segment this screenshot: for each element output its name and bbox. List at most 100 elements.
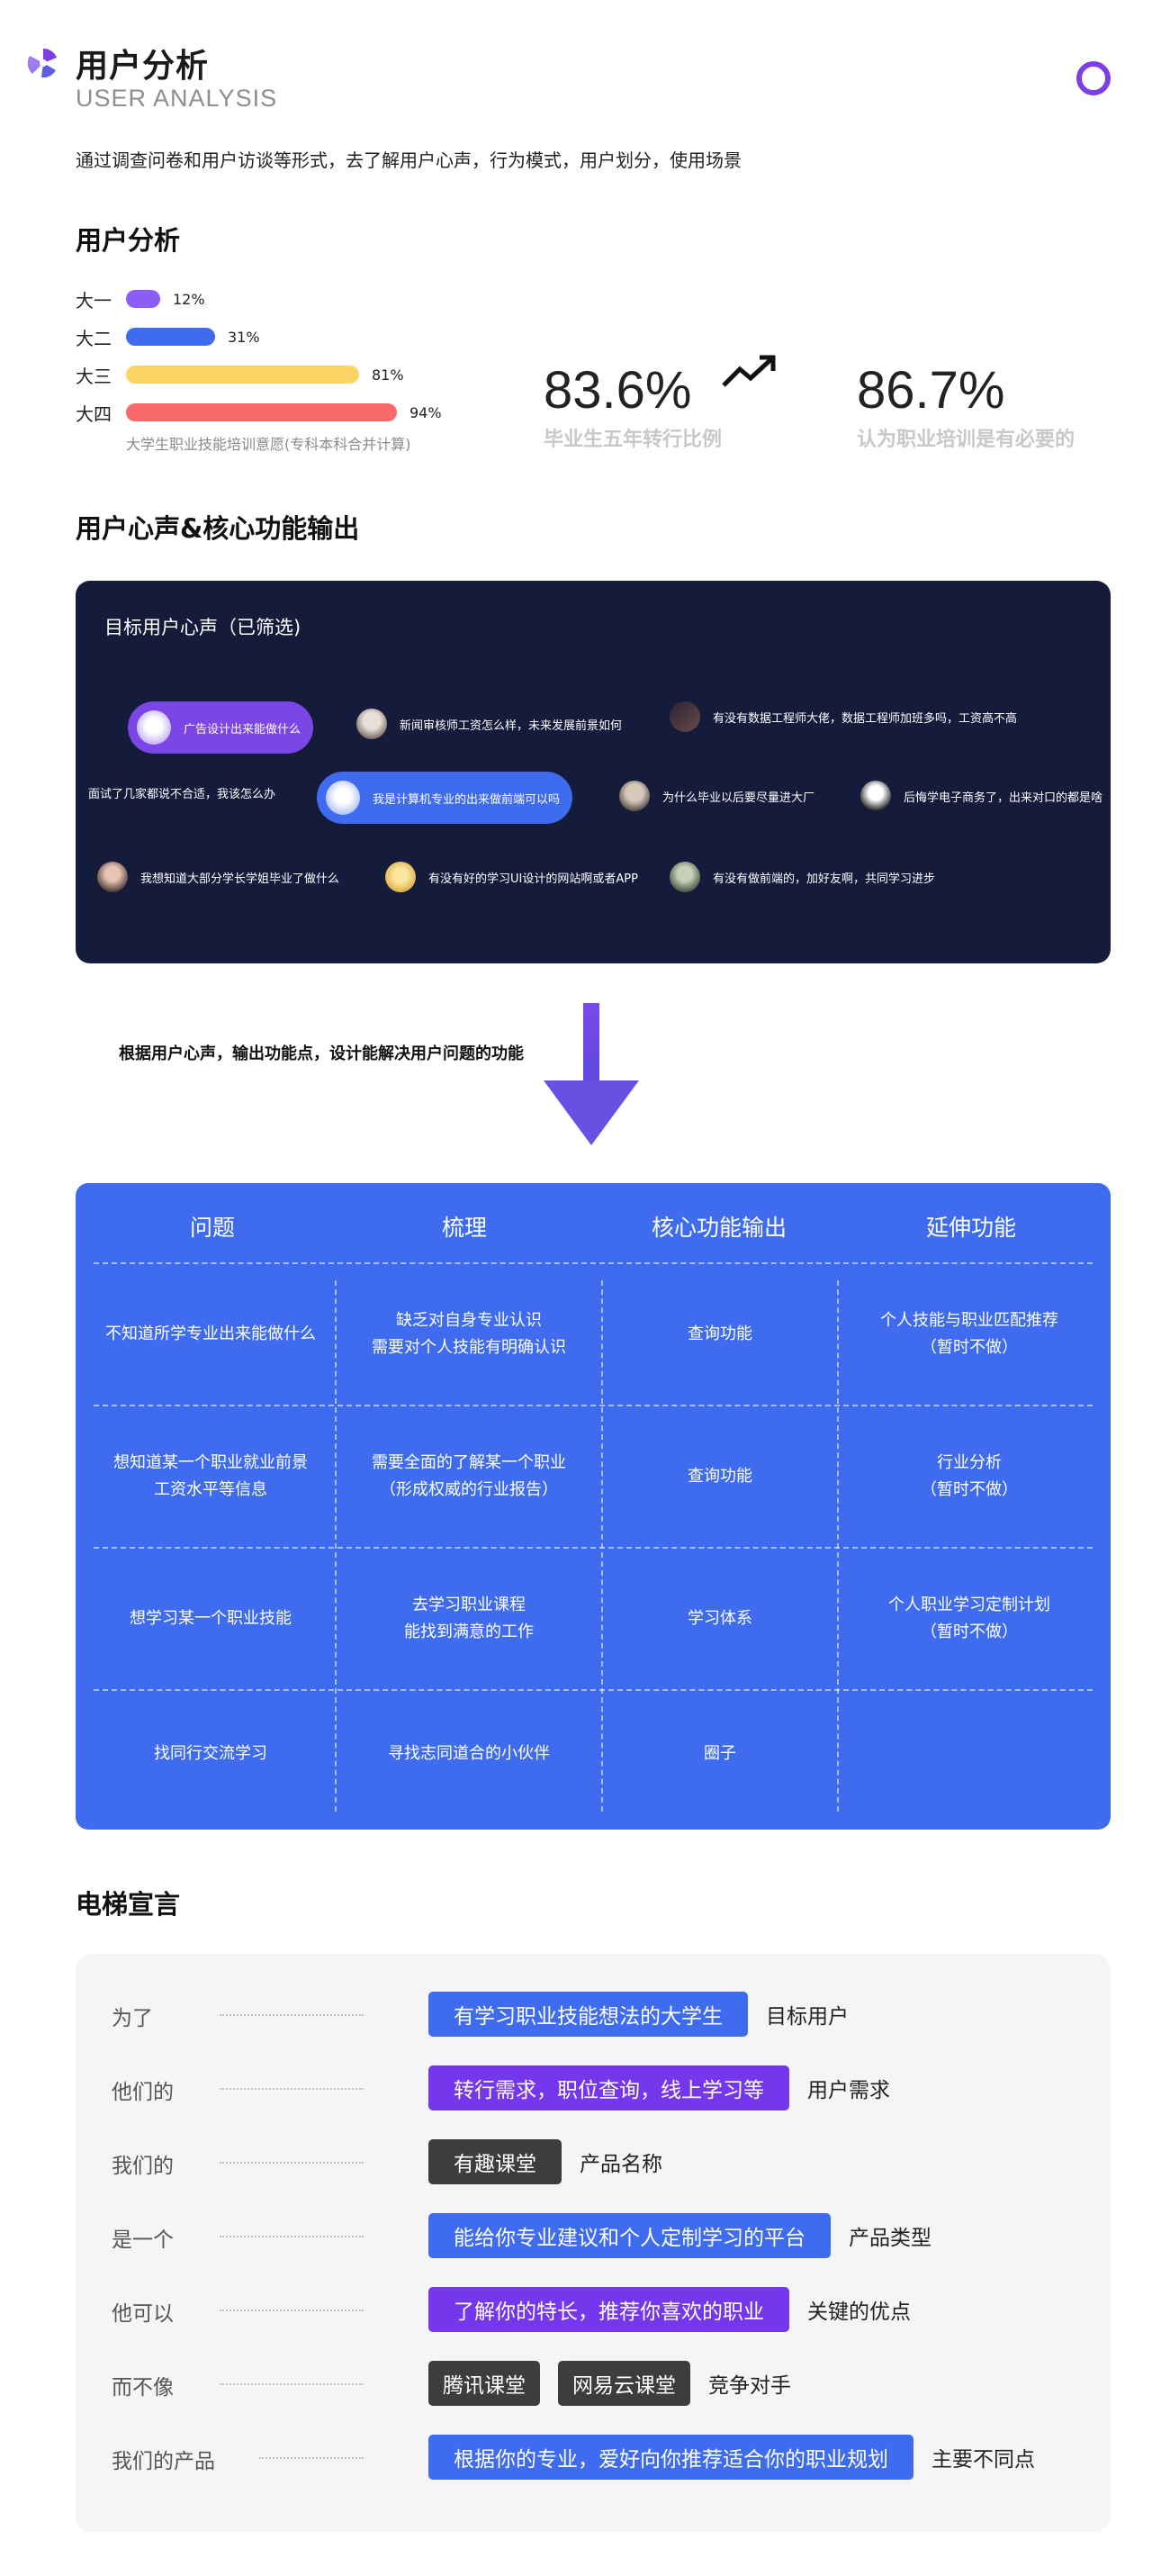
table-cell-line: 个人职业学习定制计划 [888, 1595, 1050, 1614]
table-cell [839, 1691, 1100, 1817]
table-cell: 去学习职业课程能找到满意的工作 [337, 1549, 601, 1689]
bar-value-label: 31% [228, 329, 260, 346]
table-cell-line: 想学习某一个职业技能 [130, 1609, 292, 1628]
table-cell: 不知道所学专业出来能做什么 [86, 1264, 335, 1405]
pitch-row: 腾讯课堂网易云课堂竞争对手 [428, 2361, 791, 2406]
table-cell-line: 学习体系 [688, 1609, 752, 1628]
ring-icon [1076, 61, 1111, 95]
bar-value-label: 12% [173, 291, 205, 308]
bar-category-label: 大一 [76, 290, 112, 312]
bar-value-label: 94% [410, 404, 442, 421]
pitch-desc: 主要不同点 [932, 2448, 1035, 2472]
table-header: 梳理 [441, 1215, 487, 1241]
table-cell-line: 不知道所学专业出来能做什么 [105, 1324, 316, 1343]
voice-item[interactable]: 有没有好的学习UI设计的网站啊或者APP [385, 862, 638, 892]
table-cell: 找同行交流学习 [86, 1691, 335, 1817]
arrow-down-icon [583, 1003, 599, 1084]
pitch-label: 他可以 [112, 2302, 174, 2326]
table-divider [94, 1405, 1093, 1406]
table-cell: 想学习某一个职业技能 [86, 1549, 335, 1689]
table-cell-line: 缺乏对自身专业认识 [396, 1311, 542, 1330]
pitch-row: 有学习职业技能想法的大学生目标用户 [428, 1992, 849, 2037]
bar-value-label: 81% [372, 366, 404, 384]
pitch-dotted-line [220, 2162, 364, 2164]
trend-up-icon [722, 355, 776, 387]
voices-panel: 目标用户心声（已筛选) 广告设计出来能做什么 新闻审核师工资怎么样，未来发展前景… [76, 581, 1111, 963]
table-cell-line: 查询功能 [688, 1324, 752, 1343]
pitch-row: 了解你的特长，推荐你喜欢的职业关键的优点 [428, 2287, 911, 2332]
bar-mark [126, 290, 160, 308]
voice-item[interactable]: 广告设计出来能做什么 [128, 701, 314, 754]
pitch-row: 能给你专业建议和个人定制学习的平台产品类型 [428, 2213, 932, 2258]
bar-category-label: 大三 [76, 366, 112, 387]
pitch-label: 我们的产品 [112, 2450, 215, 2473]
table-divider [837, 1280, 839, 1812]
table-cell-line: 圈子 [704, 1744, 736, 1763]
pitch-panel: 为了有学习职业技能想法的大学生目标用户他们的转行需求，职位查询，线上学习等用户需… [76, 1954, 1111, 2532]
voice-item[interactable]: 我是计算机专业的出来做前端可以吗 [317, 772, 573, 824]
pitch-desc: 竞争对手 [708, 2374, 791, 2398]
voice-item[interactable]: 新闻审核师工资怎么样，未来发展前景如何 [356, 709, 622, 739]
table-cell: 行业分析 （暂时不做） [839, 1406, 1100, 1547]
pitch-tag: 转行需求，职位查询，线上学习等 [428, 2065, 789, 2111]
table-divider [94, 1262, 1093, 1264]
pitch-dotted-line [220, 2236, 364, 2237]
bar-mark [126, 366, 359, 384]
pitch-dotted-line [220, 2088, 364, 2090]
avatar [97, 862, 128, 892]
voice-item[interactable]: 有没有数据工程师大佬，数据工程师加班多吗，工资高不高 [670, 701, 1017, 732]
voice-item[interactable]: 后悔学电子商务了，出来对口的都是啥 [860, 781, 1102, 811]
stat-value-2: 86.7% [857, 361, 1005, 420]
voice-item[interactable]: 有没有做前端的，加好友啊，共同学习进步 [670, 862, 935, 892]
stat-label-1: 毕业生五年转行比例 [544, 429, 723, 451]
table-cell-line: （暂时不做） [921, 1622, 1018, 1641]
avatar [670, 701, 700, 732]
table-cell-line: 寻找志同道合的小伙伴 [388, 1744, 550, 1763]
voice-item[interactable]: 为什么毕业以后要尽量进大厂 [619, 781, 814, 811]
avatar [619, 781, 650, 811]
table-cell-line: 个人技能与职业匹配推荐 [880, 1311, 1058, 1330]
table-cell: 个人技能与职业匹配推荐 （暂时不做） [839, 1264, 1100, 1405]
section-title-pitch: 电梯宣言 [76, 1889, 181, 1920]
table-cell: 查询功能 [603, 1264, 837, 1405]
pitch-row: 根据你的专业，爱好向你推荐适合你的职业规划主要不同点 [428, 2435, 1035, 2480]
logo-icon [27, 48, 57, 78]
voice-item[interactable]: 面试了几家都说不合适，我该怎么办 [88, 788, 276, 801]
pitch-tag: 了解你的特长，推荐你喜欢的职业 [428, 2287, 789, 2332]
table-cell: 缺乏对自身专业认识需要对个人技能有明确认识 [337, 1264, 601, 1405]
pitch-tag: 有趣课堂 [428, 2139, 562, 2184]
pitch-tag: 根据你的专业，爱好向你推荐适合你的职业规划 [428, 2435, 914, 2480]
table-cell: 查询功能 [603, 1406, 837, 1547]
avatar [137, 710, 171, 745]
table-divider [601, 1280, 603, 1812]
table-cell-line: 想知道某一个职业就业前景 [113, 1453, 308, 1472]
table-cell-line: 去学习职业课程 [412, 1595, 526, 1614]
table-cell-line: 行业分析 [937, 1453, 1002, 1472]
section-title-voices: 用户心声&核心功能输出 [76, 513, 360, 544]
stat-value-1: 83.6% [544, 361, 692, 420]
bar-mark [126, 403, 397, 421]
pitch-desc: 用户需求 [807, 2079, 890, 2102]
intro-text: 通过调查问卷和用户访谈等形式，去了解用户心声，行为模式，用户划分，使用场景 [76, 149, 742, 171]
page-title: 用户分析 [76, 48, 210, 85]
page-subtitle: USER ANALYSIS [76, 85, 278, 112]
table-divider [335, 1280, 337, 1812]
pitch-dotted-line [220, 2309, 364, 2311]
pitch-tag: 有学习职业技能想法的大学生 [428, 1992, 748, 2037]
table-cell-line: （暂时不做） [921, 1338, 1018, 1357]
arrow-note: 根据用户心声，输出功能点，设计能解决用户问题的功能 [119, 1044, 524, 1063]
table-cell-line: （暂时不做） [921, 1480, 1018, 1499]
pitch-dotted-line [259, 2457, 364, 2459]
table-header: 延伸功能 [925, 1215, 1016, 1241]
voice-item[interactable]: 我想知道大部分学长学姐毕业了做什么 [97, 862, 339, 892]
feature-table: 问题 梳理 核心功能输出 延伸功能 不知道所学专业出来能做什么缺乏对自身专业认识… [76, 1183, 1111, 1830]
pitch-desc: 产品名称 [580, 2153, 662, 2176]
pitch-row: 有趣课堂产品名称 [428, 2139, 662, 2184]
table-divider [94, 1547, 1093, 1549]
pitch-row: 转行需求，职位查询，线上学习等用户需求 [428, 2065, 890, 2111]
table-cell-line: 能找到满意的工作 [404, 1622, 534, 1641]
avatar [670, 862, 700, 892]
panel-title: 目标用户心声（已筛选) [104, 617, 302, 638]
section-title-analysis: 用户分析 [76, 225, 181, 256]
pitch-tag: 腾讯课堂 [428, 2361, 540, 2406]
